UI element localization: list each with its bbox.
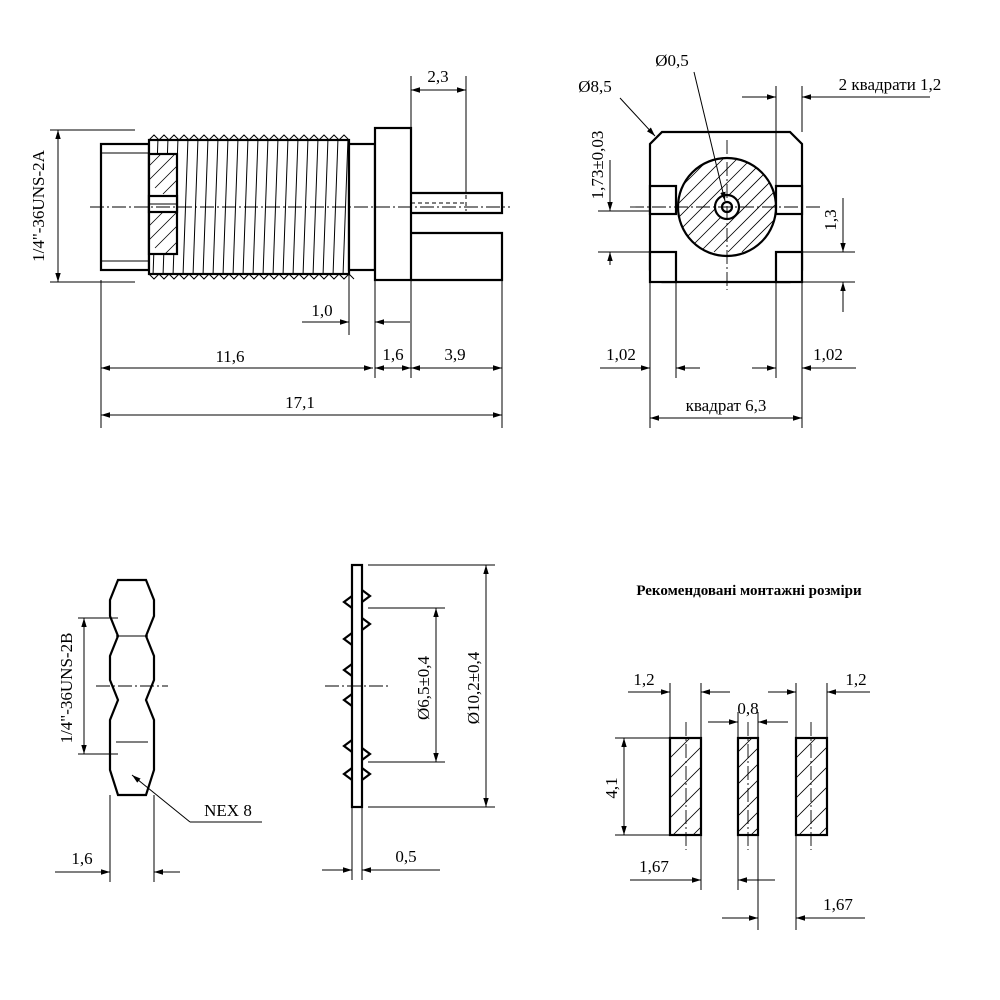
mounting-title: Рекомендовані монтажні розміри: [636, 583, 862, 599]
connector-front-view: [630, 130, 820, 290]
dia-pin-label: Ø0,5: [655, 51, 689, 70]
pin-width-label: 2,3: [427, 67, 448, 86]
washer-inner-label: Ø6,5±0,4: [414, 655, 433, 720]
connector-side-view: [90, 126, 510, 282]
dim-1-3-label: 1,3: [821, 209, 840, 230]
len-11-6-label: 11,6: [215, 347, 244, 366]
lock-washer: Ø6,5±0,4 Ø10,2±0,4 0,5: [322, 563, 495, 880]
len-3-9-label: 3,9: [444, 345, 465, 364]
washer-outer-label: Ø10,2±0,4: [464, 651, 483, 724]
washer-thickness-label: 0,5: [395, 847, 416, 866]
squares-label: 2 квадрати 1,2: [839, 75, 942, 94]
thread-side-label: 1/4"-36UNS-2A: [29, 149, 48, 261]
side-view-dimensions: 1/4"-36UNS-2A 2,3 1,0 11,6 1,6 3,9 17,1: [29, 67, 503, 428]
edge-right-label: 1,02: [813, 345, 843, 364]
nut-size-label: NEX 8: [204, 801, 252, 820]
pitch-left-label: 1,67: [639, 857, 669, 876]
hex-nut: 1/4"-36UNS-2B NEX 8 1,6: [55, 578, 262, 882]
pad-center-width-label: 0,8: [737, 699, 758, 718]
pad-height-label: 4,1: [602, 777, 621, 798]
len-total-label: 17,1: [285, 393, 315, 412]
pad-left-width-label: 1,2: [633, 670, 654, 689]
mounting-footprint: Рекомендовані монтажні розміри 1,2 0,8 1…: [602, 583, 870, 930]
height-tol-label: 1,73±0,03: [588, 131, 607, 200]
len-1-6-label: 1,6: [382, 345, 403, 364]
edge-left-label: 1,02: [606, 345, 636, 364]
nut-thickness-label: 1,6: [71, 849, 92, 868]
len-1-0-label: 1,0: [311, 301, 332, 320]
front-view-dimensions: Ø0,5 Ø8,5 2 квадрати 1,2 1,73±0,03 1,3 1…: [578, 51, 941, 428]
nut-thread-label: 1/4"-36UNS-2B: [57, 633, 76, 744]
pad-right-width-label: 1,2: [845, 670, 866, 689]
dia-body-label: Ø8,5: [578, 77, 612, 96]
square-label: квадрат 6,3: [686, 396, 767, 415]
pitch-right-label: 1,67: [823, 895, 853, 914]
